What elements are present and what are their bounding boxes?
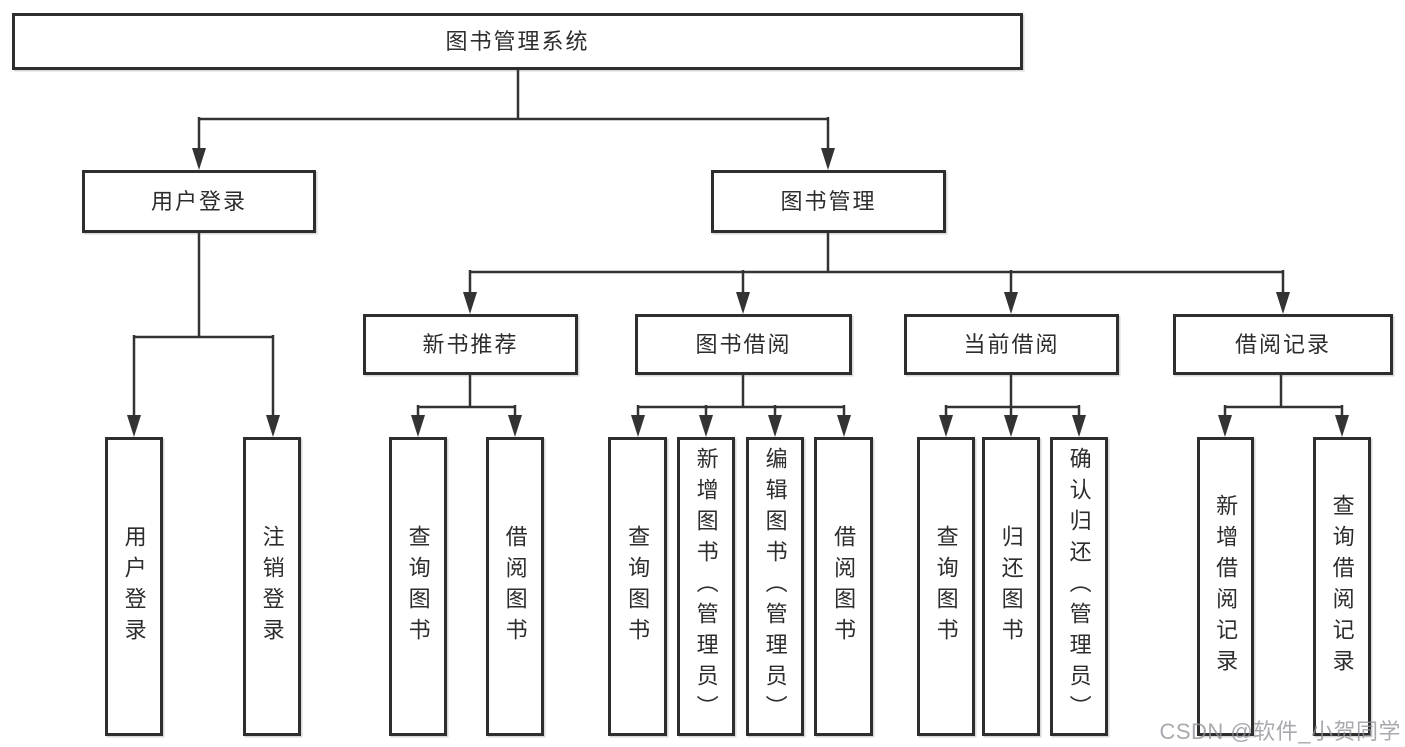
leaf-add-borrow-record: 新增借阅记录	[1197, 437, 1254, 736]
leaf-query-books-recommend: 查询图书	[389, 437, 447, 736]
node-label: 确认归还（管理员）	[1066, 447, 1092, 726]
connector-newbook-split	[416, 375, 517, 421]
arrow-icon	[266, 415, 280, 437]
arrow-icon	[837, 415, 851, 437]
connector-records-split	[1223, 375, 1344, 421]
arrow-icon	[699, 415, 713, 437]
connector-root-split	[197, 69, 830, 154]
node-label: 借阅图书	[502, 524, 528, 649]
leaf-borrow-books: 借阅图书	[814, 437, 873, 736]
arrow-icon	[411, 415, 425, 437]
node-label: 查询图书	[625, 524, 651, 649]
node-label: 用户登录	[150, 188, 247, 214]
arrow-icon	[1072, 415, 1086, 437]
arrow-icon	[508, 415, 522, 437]
leaf-user-login: 用户登录	[105, 437, 163, 736]
node-borrowing-records: 借阅记录	[1173, 314, 1393, 375]
node-label: 注销登录	[259, 524, 285, 649]
node-new-book-recommendation: 新书推荐	[363, 314, 578, 375]
node-label: 查询图书	[933, 524, 959, 649]
connector-current-split	[944, 375, 1081, 421]
node-label: 当前借阅	[963, 331, 1060, 357]
node-book-management: 图书管理	[711, 170, 946, 233]
arrow-icon	[1335, 415, 1349, 437]
node-label: 图书管理系统	[445, 28, 590, 54]
node-label: 图书管理	[780, 188, 877, 214]
leaf-logout: 注销登录	[243, 437, 301, 736]
node-label: 编辑图书（管理员）	[762, 447, 788, 726]
node-label: 查询图书	[405, 524, 431, 649]
arrow-icon	[736, 292, 750, 314]
arrow-icon	[463, 292, 477, 314]
arrow-icon	[821, 148, 835, 170]
connector-bookmgmt-split	[468, 233, 1285, 298]
node-label: 新书推荐	[422, 331, 519, 357]
node-label: 新增图书（管理员）	[693, 447, 719, 726]
node-label: 借阅图书	[831, 524, 857, 649]
arrow-icon	[631, 415, 645, 437]
leaf-borrow-books-recommend: 借阅图书	[486, 437, 544, 736]
node-label: 新增借阅记录	[1213, 493, 1239, 680]
arrow-icon	[939, 415, 953, 437]
node-label: 归还图书	[998, 524, 1024, 649]
arrow-icon	[192, 148, 206, 170]
node-library-management-system: 图书管理系统	[12, 13, 1023, 70]
leaf-edit-books-admin: 编辑图书（管理员）	[746, 437, 804, 736]
arrow-icon	[1004, 415, 1018, 437]
arrow-icon	[1276, 292, 1290, 314]
leaf-confirm-return-admin: 确认归还（管理员）	[1050, 437, 1108, 736]
leaf-query-books-borrow: 查询图书	[608, 437, 667, 736]
node-label: 用户登录	[121, 524, 147, 649]
connector-userlogin-split	[132, 233, 275, 421]
arrow-icon	[127, 415, 141, 437]
leaf-return-books: 归还图书	[982, 437, 1040, 736]
arrowheads	[127, 148, 1349, 437]
connector-borrow-split	[636, 375, 846, 421]
node-current-borrowing: 当前借阅	[904, 314, 1119, 375]
node-book-borrowing: 图书借阅	[635, 314, 852, 375]
leaf-query-books-current: 查询图书	[917, 437, 975, 736]
arrow-icon	[768, 415, 782, 437]
arrow-icon	[1218, 415, 1232, 437]
node-label: 借阅记录	[1234, 331, 1331, 357]
node-label: 查询借阅记录	[1329, 493, 1355, 680]
csdn-watermark: CSDN @软件_小贺同学	[1159, 719, 1401, 744]
node-user-login-branch: 用户登录	[82, 170, 316, 233]
leaf-add-books-admin: 新增图书（管理员）	[677, 437, 735, 736]
arrow-icon	[1004, 292, 1018, 314]
node-label: 图书借阅	[695, 331, 792, 357]
leaf-query-borrow-record: 查询借阅记录	[1313, 437, 1371, 736]
